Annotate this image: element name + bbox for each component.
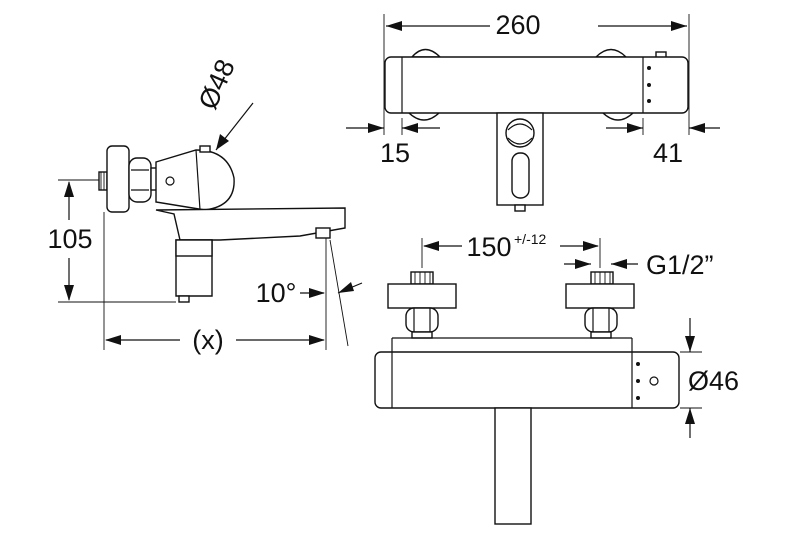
top-view: 260 15 41 <box>346 10 720 212</box>
knob-diameter-label: Ø48 <box>193 55 241 114</box>
height-label: 105 <box>47 224 92 254</box>
projection-label: (x) <box>192 325 223 355</box>
spout-angle-label: 10° <box>256 278 297 308</box>
inlet-tolerance-label: +/-12 <box>514 231 547 247</box>
front-view: 150 +/-12 G1/2” <box>374 231 739 525</box>
thread-label: G1/2” <box>646 250 714 280</box>
right-offset-label: 41 <box>653 138 683 168</box>
inlet-spacing-label: 150 <box>466 232 511 262</box>
overall-width-label: 260 <box>495 10 540 40</box>
left-offset-label: 15 <box>380 138 410 168</box>
side-view: Ø48 105 (x) 10° <box>47 55 363 355</box>
body-diameter-label: Ø46 <box>688 366 739 396</box>
